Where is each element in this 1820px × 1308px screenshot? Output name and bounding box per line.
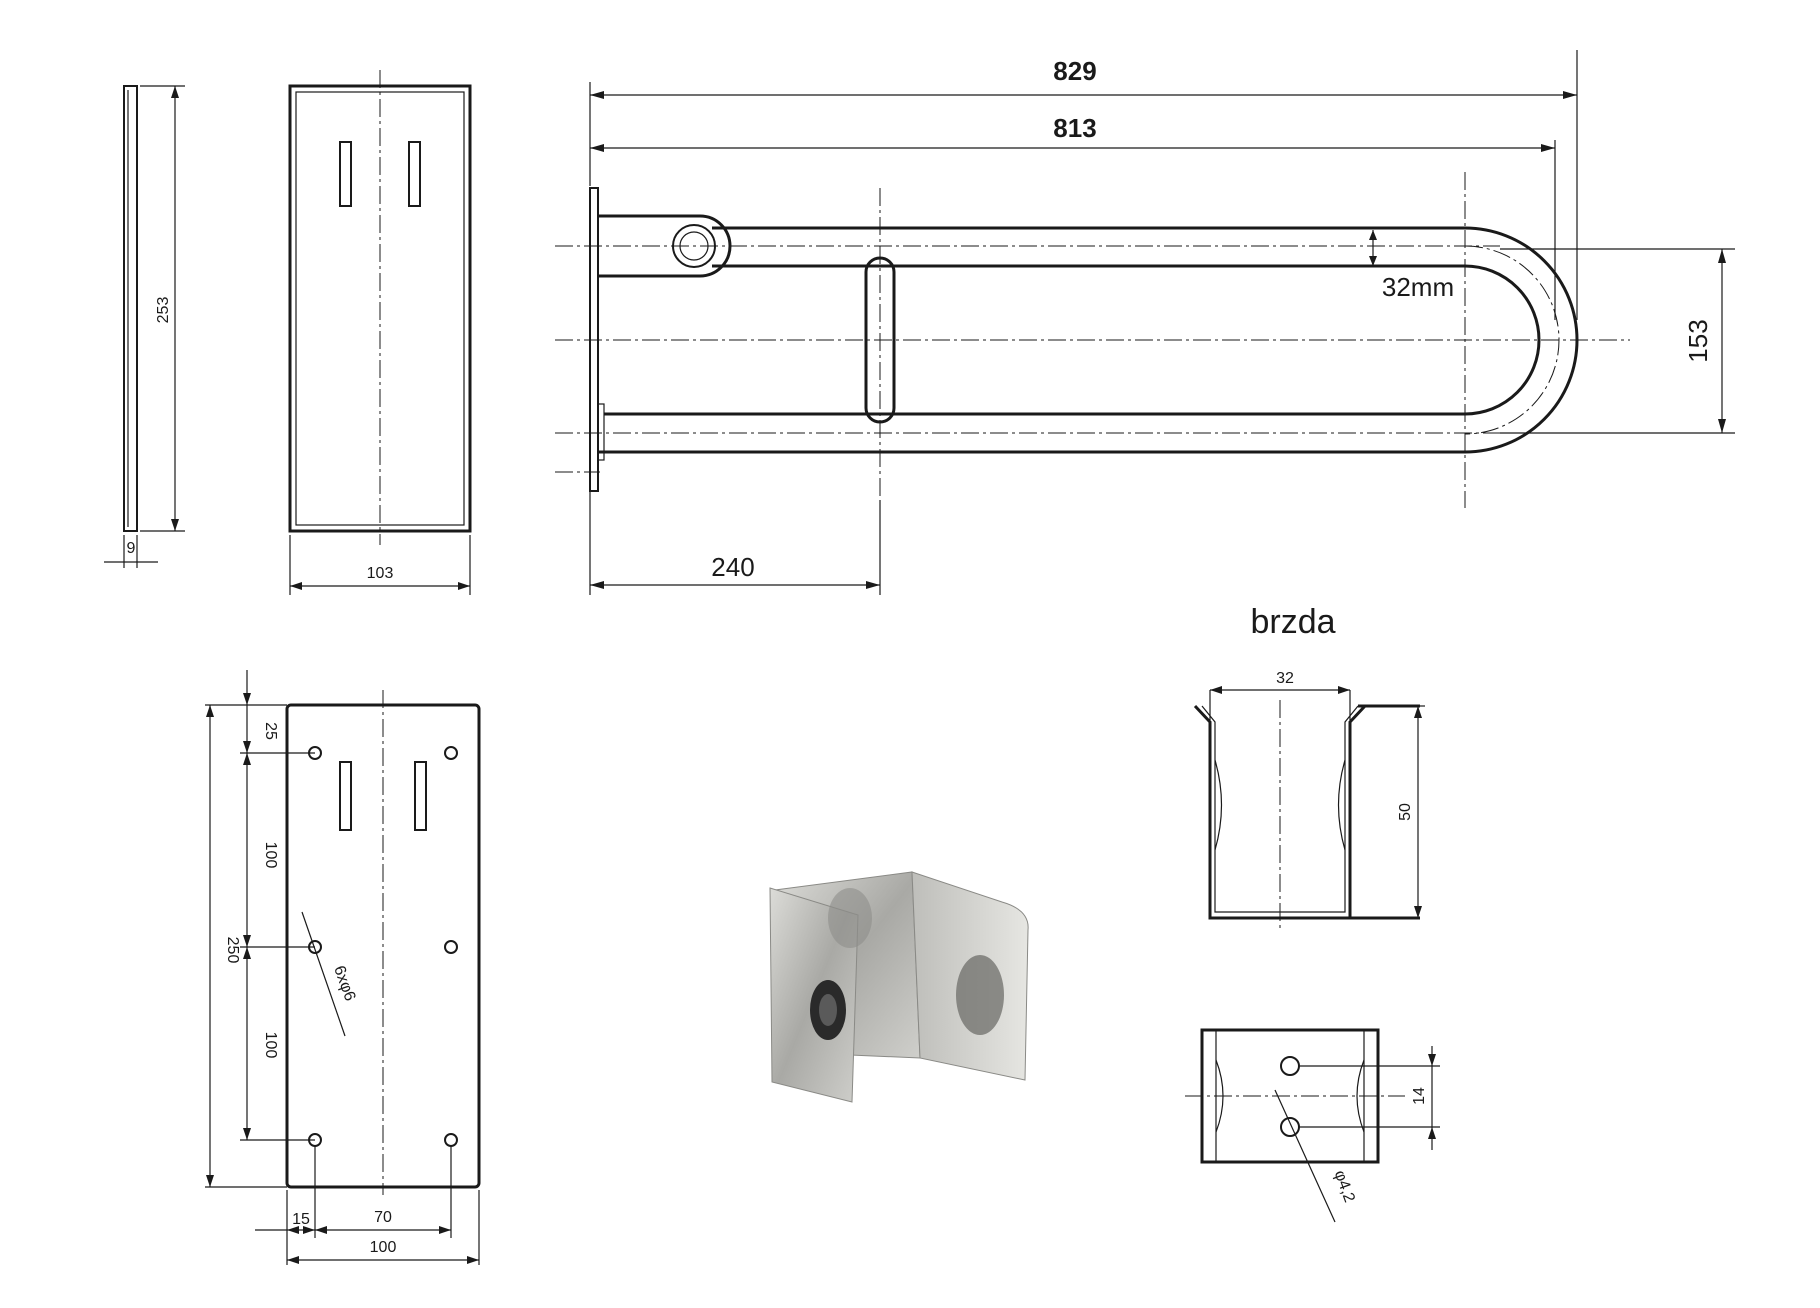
front-slot-right — [408, 141, 421, 207]
mount-hole — [444, 940, 458, 954]
rail-tube-dim: 32mm — [1382, 272, 1454, 302]
front-plate-view: 103 — [288, 70, 472, 595]
front-width-dim: 103 — [367, 565, 394, 582]
brake-width-dim: 32 — [1276, 670, 1294, 687]
mount-plate-view: 25 100 100 250 6xφ6 15 70 100 — [205, 670, 481, 1265]
brake-hole-spacing-dim: 14 — [1411, 1087, 1428, 1105]
rail-height-dim: 153 — [1683, 319, 1713, 362]
mount-dim-edge: 15 — [292, 1211, 310, 1228]
side-height-dim: 253 — [155, 297, 172, 324]
rail-view: 829 813 240 153 32mm — [555, 50, 1735, 595]
mount-dim-top: 25 — [262, 722, 279, 740]
rail-brake-offset-dim: 240 — [711, 552, 754, 582]
plate-side-outline — [123, 85, 138, 532]
brake-height-dim: 50 — [1397, 803, 1414, 821]
mount-dim-total: 250 — [224, 937, 241, 964]
front-slot-left — [339, 141, 352, 207]
brake-photo — [769, 871, 1029, 1103]
side-view: 253 9 — [104, 85, 185, 568]
brake-hole-note: φ4,2 — [1331, 1168, 1358, 1205]
mount-slot-right — [414, 761, 427, 831]
mount-hole — [444, 1133, 458, 1147]
brake-title: brzda — [1250, 603, 1335, 641]
rail-overall-length-dim: 829 — [1053, 56, 1096, 86]
mount-dim-upper: 100 — [262, 842, 279, 869]
rail-pivot-outer — [672, 224, 716, 268]
mount-slot-left — [339, 761, 352, 831]
mount-hole-note: 6xφ6 — [330, 964, 358, 1004]
side-width-dim: 9 — [127, 540, 136, 557]
brake-hole-bottom — [1280, 1117, 1300, 1137]
mount-dim-lower: 100 — [262, 1032, 279, 1059]
brake-section: brzda 32 50 14 φ4 — [1185, 603, 1440, 1223]
mount-dim-width: 100 — [370, 1239, 397, 1256]
rail-brake-sleeve — [864, 256, 896, 424]
mount-hole — [444, 746, 458, 760]
rail-inner-contour — [604, 264, 1541, 416]
mount-dim-spacing: 70 — [374, 1209, 392, 1226]
brake-hole-top — [1280, 1056, 1300, 1076]
rail-inner-length-dim: 813 — [1053, 113, 1096, 143]
rail-outer-contour — [598, 226, 1579, 454]
rail-pivot-inner — [679, 231, 709, 261]
